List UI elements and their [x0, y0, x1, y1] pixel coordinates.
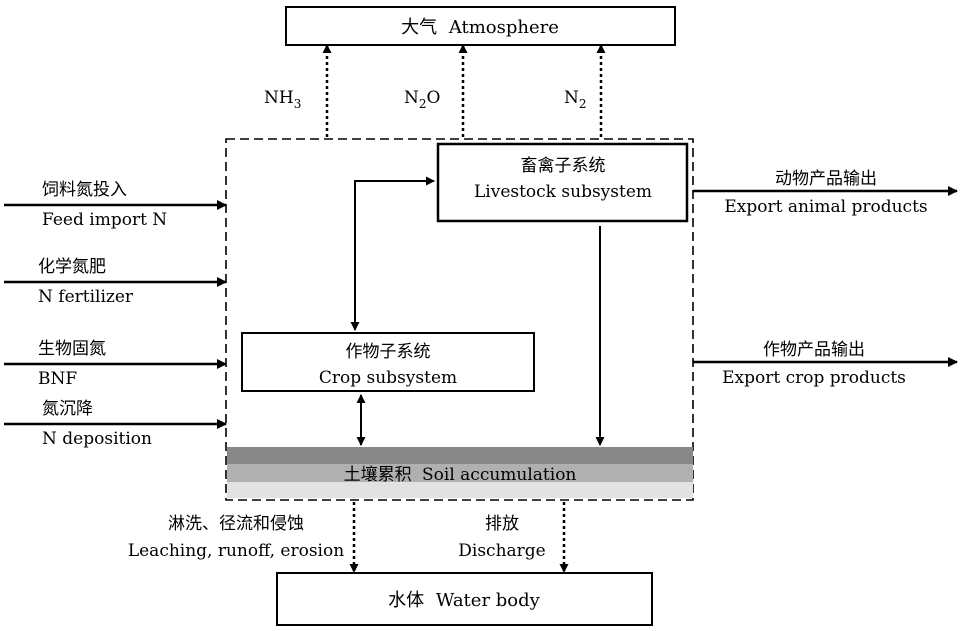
svg-text:水体 Water body: 水体 Water body	[388, 590, 540, 611]
water-label-zh: 水体	[388, 590, 424, 611]
svg-text:大气 Atmosphere: 大气 Atmosphere	[401, 17, 559, 38]
crop-subsystem-box: 作物子系统 Crop subsystem	[241, 332, 535, 392]
loss-arrows	[349, 502, 569, 573]
soil-accumulation-band: 土壤累积 Soil accumulation	[227, 447, 693, 498]
input-feed-zh: 饲料氮投入	[42, 180, 127, 200]
atmosphere-box: 大气 Atmosphere	[285, 6, 676, 46]
output-arrows	[693, 186, 958, 367]
livestock-label-zh: 畜禽子系统	[521, 156, 606, 176]
livestock-label-en: Livestock subsystem	[474, 182, 652, 202]
crop-label-en: Crop subsystem	[319, 368, 457, 388]
svg-text:土壤累积 Soil accumulation: 土壤累积 Soil accumulation	[344, 464, 577, 485]
loss-leaching-en: Leaching, runoff, erosion	[128, 541, 344, 561]
loss-discharge-en: Discharge	[458, 541, 545, 561]
atmosphere-label-zh: 大气	[401, 17, 437, 38]
input-deposition-zh: 氮沉降	[42, 399, 93, 419]
soil-label-zh: 土壤累积	[344, 464, 412, 485]
loss-discharge-zh: 排放	[485, 514, 519, 534]
input-feed-en: Feed import N	[42, 210, 167, 230]
crop-label-zh: 作物子系统	[346, 342, 431, 362]
input-fertilizer-en: N fertilizer	[38, 287, 134, 307]
input-arrows	[4, 200, 227, 429]
soil-label-en: Soil accumulation	[422, 465, 576, 485]
input-bnf-zh: 生物固氮	[38, 339, 106, 359]
output-animal-zh: 动物产品输出	[775, 169, 877, 189]
output-animal-en: Export animal products	[724, 197, 927, 217]
input-bnf-en: BNF	[38, 369, 77, 389]
input-deposition-en: N deposition	[42, 429, 152, 449]
loss-leaching-zh: 淋洗、径流和侵蚀	[168, 514, 304, 534]
output-crop-zh: 作物产品输出	[763, 340, 865, 360]
water-body-box: 水体 Water body	[276, 572, 653, 626]
crop-livestock-exchange-arrow	[350, 176, 435, 331]
system-boundary	[225, 138, 694, 501]
input-fertilizer-zh: 化学氮肥	[38, 257, 106, 277]
water-label-en: Water body	[436, 590, 541, 611]
output-crop-en: Export crop products	[722, 368, 906, 388]
n2-label: N2	[564, 88, 587, 111]
n2o-label: N2O	[404, 88, 440, 111]
nh3-label: NH3	[264, 88, 301, 111]
gas-emission-arrows	[322, 44, 606, 137]
atmosphere-label-en: Atmosphere	[448, 17, 559, 38]
livestock-subsystem-box: 畜禽子系统 Livestock subsystem	[436, 142, 689, 223]
